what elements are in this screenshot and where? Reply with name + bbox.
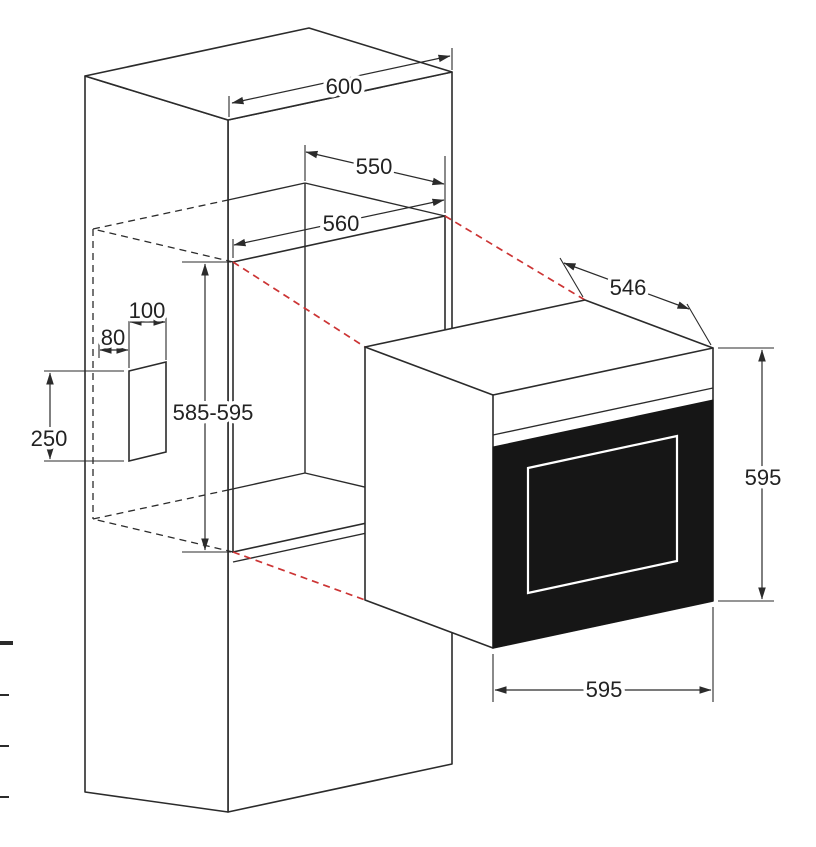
cabinet-side-face xyxy=(84,75,229,813)
dimension-label-vent-width: 100 xyxy=(129,298,166,323)
projection-line-top-left xyxy=(232,261,366,348)
dimension-label-oven-width: 595 xyxy=(586,677,623,702)
niche-hidden-edges xyxy=(92,199,234,553)
dimension-label-oven-height: 595 xyxy=(745,465,782,490)
dimension-label-vent-height: 250 xyxy=(31,426,68,451)
oven xyxy=(364,299,714,649)
dimension-label-niche-height: 585-595 xyxy=(173,400,254,425)
oven-top-left-edge xyxy=(364,346,494,396)
dimension-oven-depth: 546 xyxy=(559,257,712,346)
dimension-label-oven-depth: 546 xyxy=(610,275,647,300)
dimension-niche-height: 585-595 xyxy=(169,261,257,553)
dimension-label-cabinet-width: 600 xyxy=(326,74,363,99)
dimension-niche-width: 560 xyxy=(232,198,445,258)
vent-cutout xyxy=(128,360,167,463)
page-edge-tick xyxy=(0,641,13,645)
dimension-cabinet-width: 600 xyxy=(228,48,453,117)
projection-line-top-right xyxy=(444,215,586,301)
page-edge-ticks xyxy=(0,641,13,798)
dimension-label-vent-offset: 80 xyxy=(101,325,125,350)
oven-door-window xyxy=(526,434,679,595)
dimension-vent-offset: 80 xyxy=(97,322,129,358)
page-edge-tick xyxy=(0,745,9,747)
dimension-label-niche-width: 560 xyxy=(323,211,360,236)
dimension-vent-width: 100 xyxy=(125,295,169,368)
dimension-vent-height: 250 xyxy=(27,370,124,462)
oven-control-panel-line xyxy=(492,387,714,436)
page-edge-tick xyxy=(0,694,9,696)
page-edge-tick xyxy=(0,796,9,798)
oven-door xyxy=(492,399,714,649)
dimension-oven-width: 595 xyxy=(492,607,714,706)
dimension-label-niche-depth: 550 xyxy=(356,154,393,179)
dimension-oven-height: 595 xyxy=(718,347,785,602)
dimension-niche-depth: 550 xyxy=(304,145,446,213)
oven-front-top-edge xyxy=(492,347,714,396)
dimensions: 600 550 560 585-595 100 xyxy=(27,48,785,706)
insertion-projection-lines xyxy=(232,215,586,601)
